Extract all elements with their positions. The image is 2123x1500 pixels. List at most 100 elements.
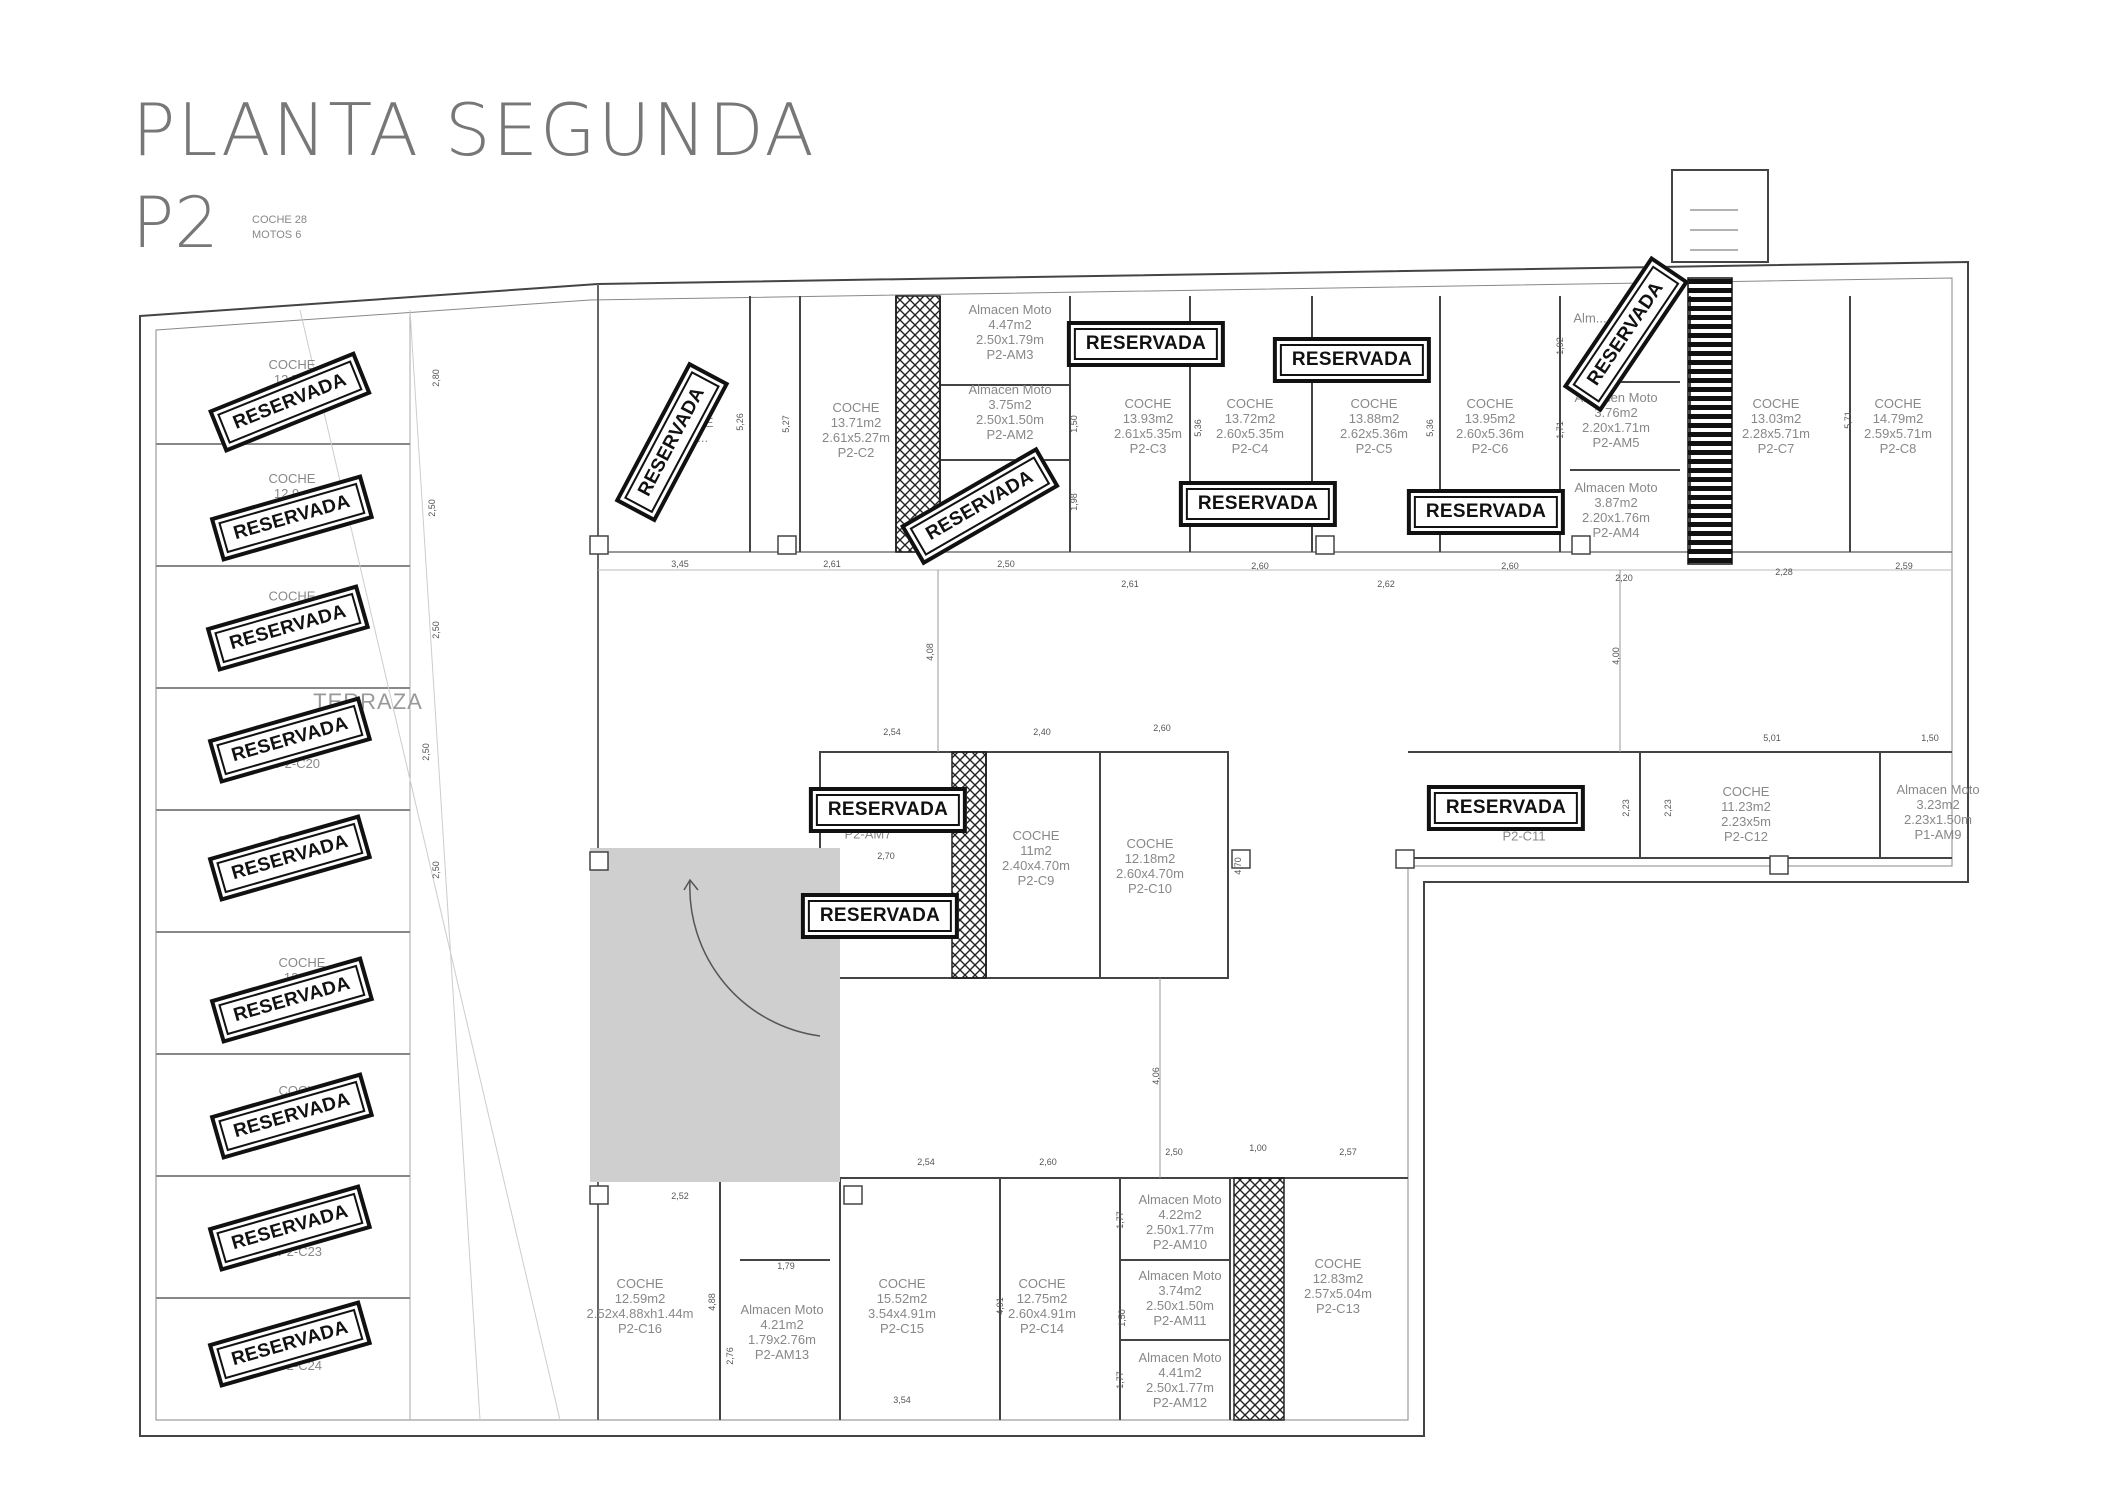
dimension-label: 5,36 xyxy=(1193,419,1203,437)
room-text-line: 4.47m2 xyxy=(988,317,1032,332)
dimension-label: 4,06 xyxy=(1151,1067,1161,1085)
reserved-stamp-text: RESERVADA xyxy=(815,794,961,826)
room-text-line: COCHE xyxy=(1124,396,1172,411)
dimension-label: 2,40 xyxy=(1033,727,1051,737)
room-text-line: P2-AM13 xyxy=(754,1347,810,1362)
room-text-line: 2.50x1.79m xyxy=(976,332,1044,347)
dimension-label: 2,28 xyxy=(1775,567,1793,577)
reserved-stamp: RESERVADA xyxy=(1066,321,1226,367)
dimension-label: 5,36 xyxy=(1425,419,1435,437)
room-text-line: 2.23x5m xyxy=(1721,814,1771,829)
reserved-stamp-text: RESERVADA xyxy=(807,900,953,932)
room-text-line: 12.75m2 xyxy=(1016,1291,1068,1306)
room-text-line: P2-C8 xyxy=(1879,441,1917,456)
room-text-line: COCHE xyxy=(1350,396,1398,411)
dimension-label: 2,70 xyxy=(877,851,895,861)
room-text-line: 3.87m2 xyxy=(1594,495,1638,510)
dimension-label: 2,54 xyxy=(917,1157,935,1167)
room-text-line: Almacen Moto xyxy=(968,302,1052,317)
room-text-line: Almacen Moto xyxy=(1138,1192,1222,1207)
room-text-line: 2.50x1.77m xyxy=(1146,1222,1214,1237)
room-text-line: 2.57x5.04m xyxy=(1304,1286,1372,1301)
dimension-label: 1,50 xyxy=(1069,415,1079,433)
dimension-label: 2,60 xyxy=(1039,1157,1057,1167)
dimension-label: 2,76 xyxy=(725,1347,735,1365)
dimension-label: 2,54 xyxy=(883,727,901,737)
room-text-line: 3.23m2 xyxy=(1916,797,1960,812)
room-text-line: P2-AM10 xyxy=(1152,1237,1208,1252)
dimension-label: 5,27 xyxy=(781,415,791,433)
dimension-label: 1,98 xyxy=(1069,493,1079,511)
room-text-line: 3.76m2 xyxy=(1594,405,1638,420)
room-text-line: 13.03m2 xyxy=(1750,411,1802,426)
room-text-line: P2-C4 xyxy=(1231,441,1269,456)
room-text-line: P2-C10 xyxy=(1127,881,1173,896)
room-text-line: COCHE xyxy=(1722,784,1770,799)
reserved-stamp: RESERVADA xyxy=(1426,785,1586,831)
dimension-label: 2,50 xyxy=(1165,1147,1183,1157)
room-p2-c11: P2-C11 xyxy=(1502,829,1545,844)
dimension-label: 2,52 xyxy=(671,1191,689,1201)
dimension-label: 2,57 xyxy=(1339,1147,1357,1157)
room-text-line: 2.60x5.35m xyxy=(1216,426,1284,441)
dimension-label: 1,50 xyxy=(1117,1309,1127,1327)
room-text-line: P2-C16 xyxy=(617,1321,663,1336)
dimension-label: 5,71 xyxy=(1843,411,1853,429)
room-text-line: 12.59m2 xyxy=(614,1291,666,1306)
room-text-line: 13.88m2 xyxy=(1348,411,1400,426)
reserved-stamp-text: RESERVADA xyxy=(1185,488,1331,520)
dimension-label: 2,50 xyxy=(427,499,437,517)
room-text-line: Almacen Moto xyxy=(1138,1350,1222,1365)
room-text-line: 11.23m2 xyxy=(1721,799,1771,814)
dimension-label: 2,62 xyxy=(1377,579,1395,589)
room-text-line: P1-AM9 xyxy=(1914,827,1962,842)
room-text-line: P2-C2 xyxy=(837,445,875,460)
room-text-line: 3.75m2 xyxy=(988,397,1032,412)
dimension-label: 5,01 xyxy=(1763,733,1781,743)
room-text-line: 2.23x1.50m xyxy=(1904,812,1972,827)
room-text-line: P2-AM3 xyxy=(986,347,1034,362)
reserved-stamp: RESERVADA xyxy=(808,787,968,833)
room-text-line: COCHE xyxy=(616,1276,664,1291)
ramp-area xyxy=(590,848,840,1182)
room-text-line: COCHE xyxy=(1314,1256,1362,1271)
summary-motos: MOTOS 6 xyxy=(252,229,302,241)
room-text-line: P2-C13 xyxy=(1315,1301,1361,1316)
room-text-line: P2-C11 xyxy=(1502,828,1546,844)
dimension-label: 2,50 xyxy=(431,621,441,639)
room-text-line: 2.20x1.71m xyxy=(1582,420,1650,435)
dimension-label: 2,23 xyxy=(1621,799,1631,817)
room-text-line: 2.50x1.50m xyxy=(1146,1298,1214,1313)
dimension-label: 4,91 xyxy=(995,1297,1005,1315)
room-text-line: 13.72m2 xyxy=(1224,411,1276,426)
room-text-line: 2.59x5.71m xyxy=(1864,426,1932,441)
plan-title: PLANTA SEGUNDA xyxy=(132,88,816,172)
room-text-line: 2.62x5.36m xyxy=(1340,426,1408,441)
room-text-line: Almacen Moto xyxy=(968,382,1052,397)
reserved-stamp-text: RESERVADA xyxy=(1279,344,1425,376)
room-text-line: Almacen Moto xyxy=(1896,782,1980,797)
room-text-line: P2-C15 xyxy=(879,1321,925,1336)
room-text-line: 12.18m2 xyxy=(1124,851,1176,866)
room-text-line: COCHE xyxy=(1018,1276,1066,1291)
dimension-label: 2,20 xyxy=(1615,573,1633,583)
plan-subtitle: P2 xyxy=(132,182,219,264)
room-text-line: 3.74m2 xyxy=(1158,1283,1202,1298)
room-text-line: P2-C6 xyxy=(1471,441,1509,456)
room-text-line: 12.83m2 xyxy=(1312,1271,1364,1286)
room-text-line: 2.40x4.70m xyxy=(1002,858,1070,873)
building-outline xyxy=(139,169,1969,1437)
room-text-line: 2.52x4.88xh1.44m xyxy=(586,1306,694,1321)
